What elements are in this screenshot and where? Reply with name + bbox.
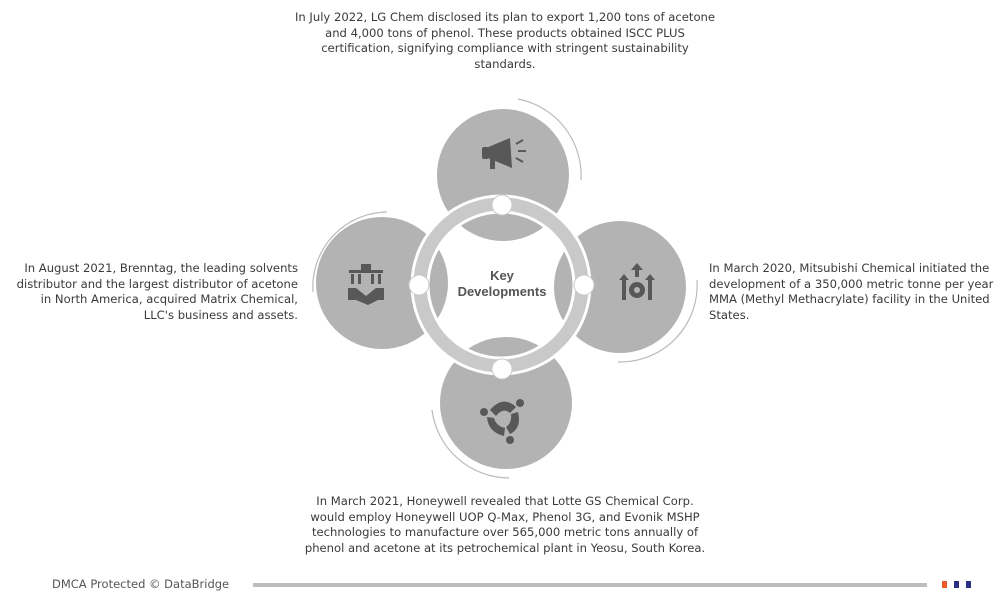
- decor-arc-top: [517, 98, 582, 181]
- footer-divider: [253, 583, 927, 587]
- megaphone-icon: [482, 138, 526, 169]
- development-text-left: In August 2021, Brenntag, the leading so…: [16, 261, 298, 322]
- node-right: [573, 274, 595, 296]
- center-label-line1: Key: [490, 268, 515, 283]
- development-text-right: In March 2020, Mitsubishi Chemical initi…: [709, 261, 994, 322]
- building-handshake-icon: [348, 264, 384, 305]
- brand-square-navy-2: [966, 581, 971, 588]
- decor-arc-left: [312, 211, 388, 293]
- footer-copyright: DMCA Protected © DataBridge: [52, 577, 230, 591]
- center-label-line2: Developments: [458, 284, 547, 299]
- development-text-bottom: In March 2021, Honeywell revealed that L…: [304, 494, 706, 555]
- circle-left: [316, 217, 448, 349]
- circle-right: [554, 221, 686, 353]
- node-top: [491, 194, 513, 216]
- collaboration-people-icon: [480, 399, 524, 444]
- decor-arc-bottom: [431, 409, 510, 479]
- decor-arc-right: [617, 279, 698, 363]
- node-bottom: [491, 358, 513, 380]
- node-left: [408, 274, 430, 296]
- growth-gear-arrows-icon: [619, 263, 655, 300]
- brand-square-orange: [942, 581, 947, 588]
- development-text-top: In July 2022, LG Chem disclosed its plan…: [294, 10, 716, 71]
- brand-square-navy-1: [954, 581, 959, 588]
